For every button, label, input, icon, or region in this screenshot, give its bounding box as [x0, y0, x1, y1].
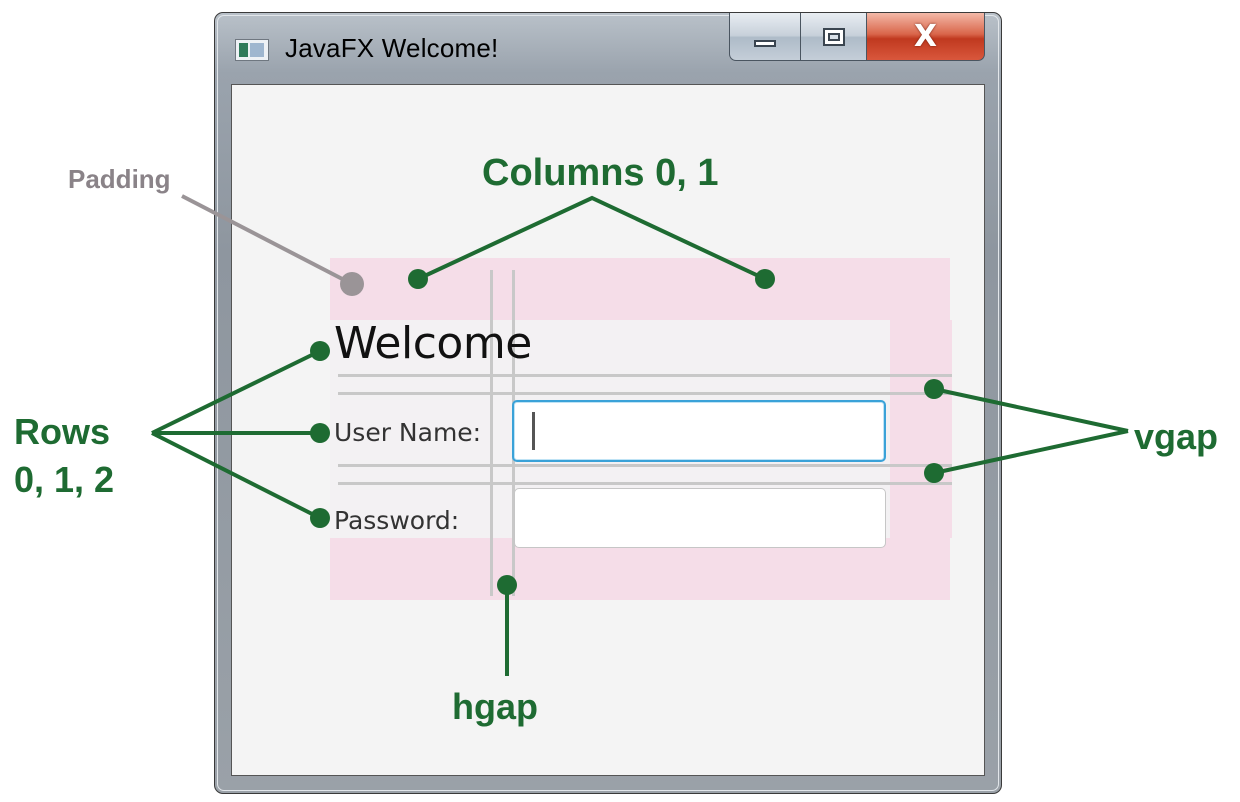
hgap-annotation-label: hgap — [452, 686, 538, 727]
grid-right-padding-band — [890, 320, 952, 538]
rows-annotation-line2: 0, 1, 2 — [14, 459, 115, 500]
minimize-button[interactable] — [729, 13, 801, 61]
vgap-line-top-2 — [338, 392, 952, 395]
text-caret — [532, 412, 535, 450]
vgap-line-bottom-1 — [338, 464, 952, 467]
maximize-button[interactable] — [801, 13, 867, 61]
app-icon — [235, 39, 269, 61]
close-button[interactable]: X — [867, 13, 985, 61]
vgap-line-bottom-2 — [338, 482, 952, 485]
padding-annotation-label: Padding — [68, 164, 171, 194]
password-field[interactable] — [514, 488, 886, 548]
rows-annotation-label: Rows 0, 1, 2 — [14, 408, 114, 504]
maximize-icon — [822, 27, 845, 46]
rows-annotation-line1: Rows — [14, 411, 111, 452]
minimize-icon — [754, 40, 776, 47]
password-label: Password: — [334, 506, 460, 535]
columns-annotation-label: Columns 0, 1 — [482, 152, 719, 194]
grid-column-0-band — [330, 320, 390, 538]
hgap-line-left — [490, 270, 493, 596]
username-label: User Name: — [334, 418, 482, 447]
username-field[interactable] — [512, 400, 886, 462]
vgap-annotation-label: vgap — [1134, 416, 1219, 457]
vgap-line-top-1 — [338, 374, 952, 377]
window-controls: X — [729, 13, 985, 63]
close-icon: X — [913, 18, 938, 54]
window-title: JavaFX Welcome! — [285, 33, 499, 63]
title-bar[interactable]: JavaFX Welcome! X — [215, 13, 1001, 85]
welcome-heading: Welcome — [334, 318, 532, 369]
